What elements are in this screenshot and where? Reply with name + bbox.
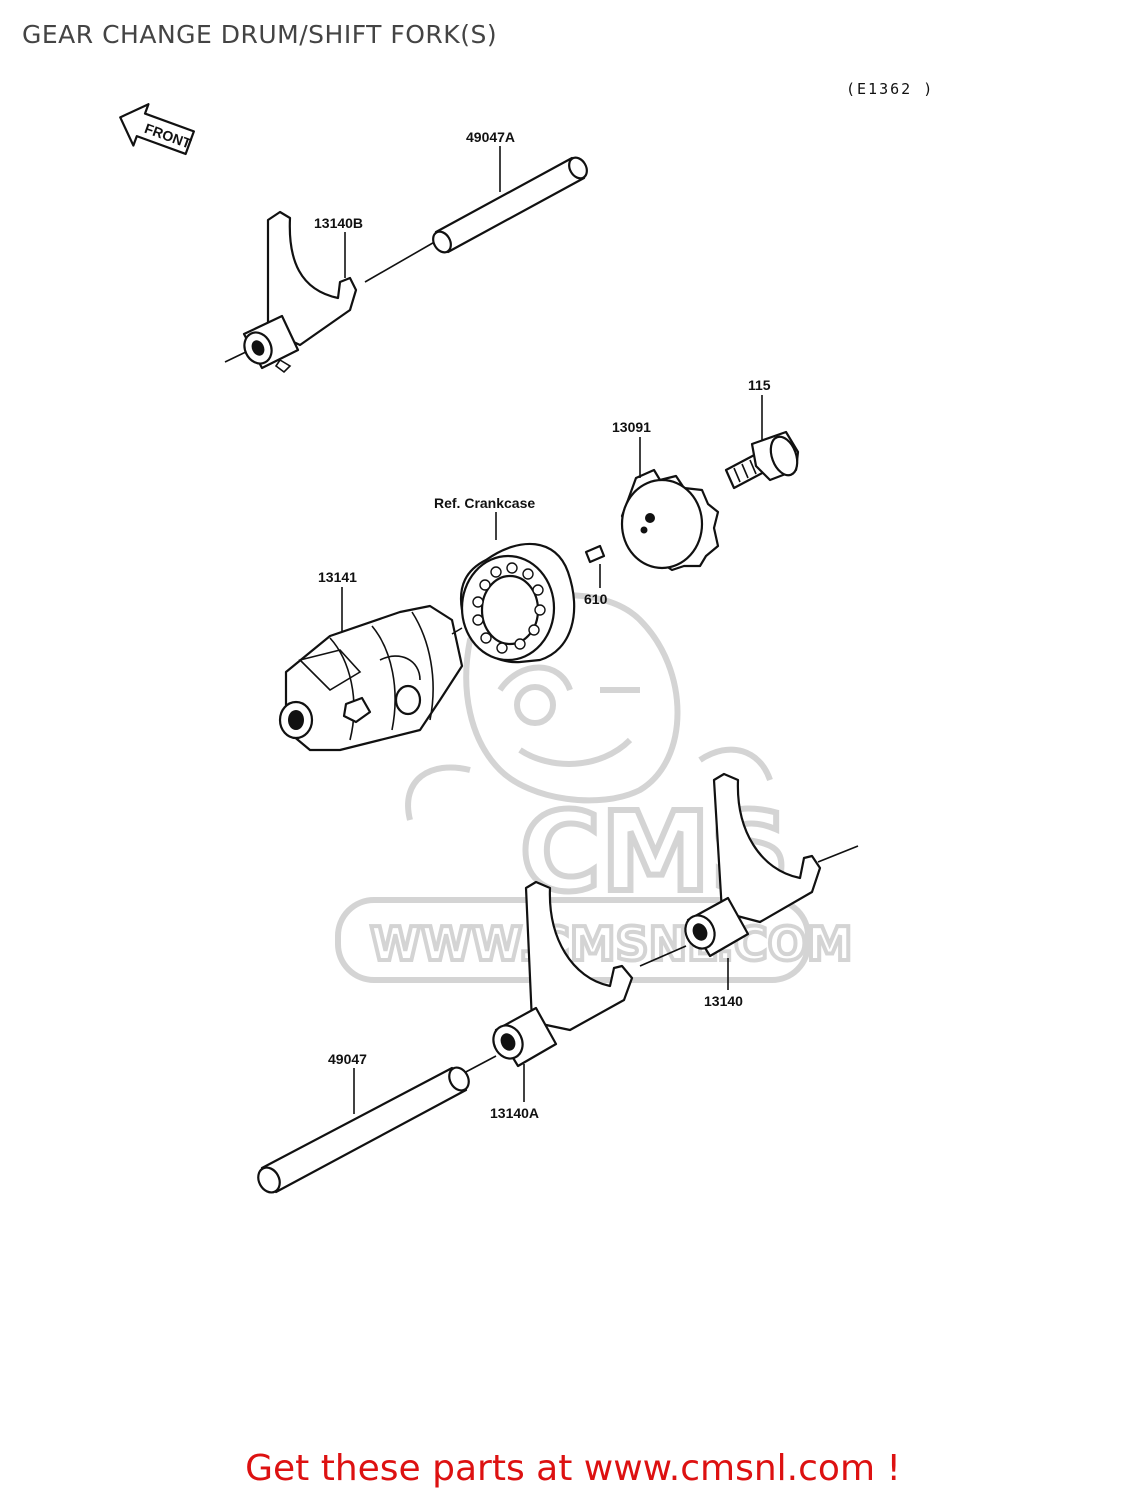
footer-link-text[interactable]: Get these parts at www.cmsnl.com !: [245, 1448, 901, 1489]
front-arrow: FRONT: [119, 103, 195, 156]
watermark-url: WWW.CMSNL.COM: [370, 917, 853, 971]
bearing-ref-crankcase: [460, 542, 576, 664]
label-13141: 13141: [318, 569, 357, 585]
cam-plate-13091: [620, 468, 720, 572]
shift-fork-13140A: [461, 880, 634, 1075]
bearing-balls: [472, 562, 546, 654]
watermark-mascot: [405, 592, 773, 821]
label-49047A: 49047A: [466, 129, 515, 145]
parts-diagram: CMS WWW.CMSNL.COM FRONT: [119, 103, 859, 1194]
shift-fork-13140: [639, 772, 859, 967]
label-49047: 49047: [328, 1051, 367, 1067]
shift-fork-13140B: [224, 210, 358, 374]
shift-rod-49047: [257, 1066, 470, 1194]
leader-lines: [341, 146, 763, 1114]
watermark: CMS WWW.CMSNL.COM: [335, 592, 855, 983]
label-13140: 13140: [704, 993, 743, 1009]
pin-610: [584, 544, 606, 564]
label-115: 115: [748, 377, 771, 393]
label-610: 610: [584, 591, 608, 607]
gear-change-drum-13141: [278, 604, 464, 752]
label-13140A: 13140A: [490, 1105, 539, 1121]
label-13140B: 13140B: [314, 215, 363, 231]
page-title: GEAR CHANGE DRUM/SHIFT FORK(S): [22, 20, 498, 49]
shift-rod-49047A: [364, 156, 588, 283]
diagram-code: (E1362 ): [846, 80, 935, 98]
part-labels: 49047A 13140B 115 13091 Ref. Crankcase 1…: [314, 129, 771, 1121]
label-ref-crankcase: Ref. Crankcase: [434, 495, 535, 511]
bolt-115: [724, 430, 800, 490]
label-13091: 13091: [612, 419, 651, 435]
